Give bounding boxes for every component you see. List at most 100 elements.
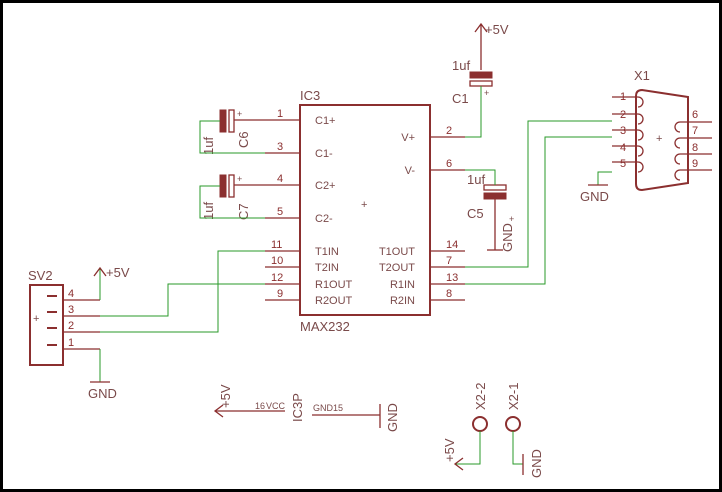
x1-pin6 — [674, 121, 712, 133]
header-sv2[interactable]: SV2 + 4 3 2 1 — [28, 268, 100, 366]
ic3-max232[interactable]: IC3 MAX232 + 1 3 4 5 11 10 12 9 C1+ C1- … — [265, 88, 465, 334]
c5-wire — [465, 169, 496, 185]
x2-1-pad — [505, 416, 521, 432]
c5-ref: C5 — [467, 206, 484, 221]
ic3-pin-num: 8 — [446, 288, 452, 300]
capacitor-c1[interactable]: + 1uf C1 — [452, 24, 493, 106]
c5-plate-pos — [483, 184, 507, 191]
ic3p-gnd-name: GND — [313, 403, 334, 413]
c5-plus: + — [509, 214, 514, 224]
ic3-pin-name: T2IN — [315, 262, 339, 274]
ic3-power-part[interactable]: +5V 16 VCC IC3P GND 15 GND — [213, 384, 400, 432]
c1-plate-pos — [469, 80, 493, 87]
c5-plate-neg — [483, 192, 507, 200]
vcc-arrow-icon — [93, 266, 107, 277]
gnd-supply-sv2: GND — [88, 381, 117, 401]
ic3-origin-cross: + — [361, 199, 367, 211]
connector-x1[interactable]: X1 + 1 2 3 4 5 6 7 8 9 — [612, 68, 712, 192]
sv2-pin-num: 3 — [68, 304, 74, 316]
c7-ref: C7 — [236, 203, 251, 220]
x2-2-pad — [472, 416, 488, 432]
c1-value: 1uf — [452, 58, 470, 73]
x1-pin9 — [674, 169, 712, 181]
ic3p-vcc-pin: 16 — [255, 401, 265, 411]
x1-pin-num: 2 — [620, 109, 626, 121]
c7-plate-neg — [219, 174, 227, 198]
gnd-c5-label: GND — [500, 223, 515, 252]
vcc-arrow-icon — [474, 22, 488, 33]
x1-ref: X1 — [634, 68, 650, 83]
x1-pin1 — [612, 96, 644, 108]
ic3-pin-name: V+ — [401, 132, 415, 144]
x2-1-label: X2-1 — [506, 383, 521, 410]
c7-wire — [199, 185, 265, 219]
x1-pin-num: 1 — [620, 91, 626, 103]
ic3p-vcc-label: +5V — [218, 384, 233, 408]
ic3-pin-num: 10 — [271, 255, 283, 267]
ic3-ref: IC3 — [300, 88, 320, 103]
gnd-sv2-label: GND — [88, 386, 117, 401]
x1-pin-num: 9 — [692, 158, 698, 170]
c5-value: 1uf — [467, 172, 485, 187]
ic3-pin-name: T1IN — [315, 246, 339, 258]
vcc-supply-c1: +5V — [474, 22, 509, 37]
ic3-value: MAX232 — [300, 319, 350, 334]
ic3-pin-num: 4 — [277, 173, 283, 185]
c1-ref: C1 — [452, 91, 469, 106]
ic3-pin-num: 7 — [446, 255, 452, 267]
c6-plate-pos — [228, 109, 235, 133]
c6-plate-neg — [219, 109, 227, 133]
ic3p-ref: IC3P — [290, 393, 305, 422]
x1-pin5 — [612, 161, 644, 173]
c1-plus: + — [484, 88, 489, 98]
vcc-label: +5V — [485, 22, 509, 37]
t1in-wire — [100, 250, 265, 333]
capacitor-c7[interactable]: + C7 1uf — [201, 174, 265, 220]
sv2-pin-num: 2 — [68, 320, 74, 332]
sv2-origin-cross: + — [33, 313, 39, 325]
capacitor-c6[interactable]: + C6 1uf — [201, 109, 265, 155]
c6-wire — [199, 120, 265, 154]
gnd-x2-label: GND — [529, 449, 544, 478]
sv2-body — [29, 284, 64, 366]
gnd-x1-label: GND — [580, 189, 609, 204]
vcc-supply-sv2: +5V — [93, 265, 130, 280]
vcc-arrow-icon — [453, 457, 464, 471]
solder-pads-x2[interactable]: X2-2 X2-1 — [472, 383, 521, 432]
ic3-pin-name: R2OUT — [315, 295, 353, 307]
ic3-pin-name: R1IN — [390, 279, 415, 291]
capacitor-c5[interactable]: 1uf C5 + GND — [467, 172, 515, 252]
vcc-x2-label: +5V — [442, 438, 457, 462]
ic3-pin-num: 13 — [446, 272, 458, 284]
x2-1-wire — [512, 431, 523, 465]
sv2-ref: SV2 — [28, 268, 53, 283]
r1out-wire — [100, 283, 265, 317]
c6-ref: C6 — [236, 131, 251, 148]
gnd-supply-x2: GND — [522, 449, 544, 478]
ic3p-gnd-label: GND — [385, 403, 400, 432]
ic3-pin-num: 1 — [277, 108, 283, 120]
x1-pin8 — [674, 153, 712, 165]
ic3p-gnd-pin: 15 — [333, 403, 343, 413]
x2-2-wire — [455, 431, 481, 465]
ic3-pin-num: 3 — [277, 141, 283, 153]
ic3-pin-name: C1- — [315, 148, 333, 160]
ic3-pin-num: 5 — [277, 206, 283, 218]
c6-value: 1uf — [201, 137, 216, 155]
ic3-pin-num: 11 — [271, 239, 282, 251]
ic3-pin-num: 12 — [271, 272, 283, 284]
x1-shell — [635, 88, 689, 192]
x1-pin-num: 5 — [620, 158, 626, 170]
ic3p-vcc-name: VCC — [266, 401, 286, 411]
r1in-wire — [465, 136, 612, 285]
x1-pin2 — [612, 113, 644, 125]
t2out-wire — [465, 120, 612, 268]
ic3-pin-num: 9 — [277, 288, 283, 300]
sv2-pin-num: 1 — [68, 337, 74, 349]
ic3-pin-name: R1OUT — [315, 279, 353, 291]
ic3-pin-name: T2OUT — [379, 262, 415, 274]
x1-pin-num: 3 — [620, 125, 626, 137]
x1-origin-cross: + — [656, 133, 662, 145]
